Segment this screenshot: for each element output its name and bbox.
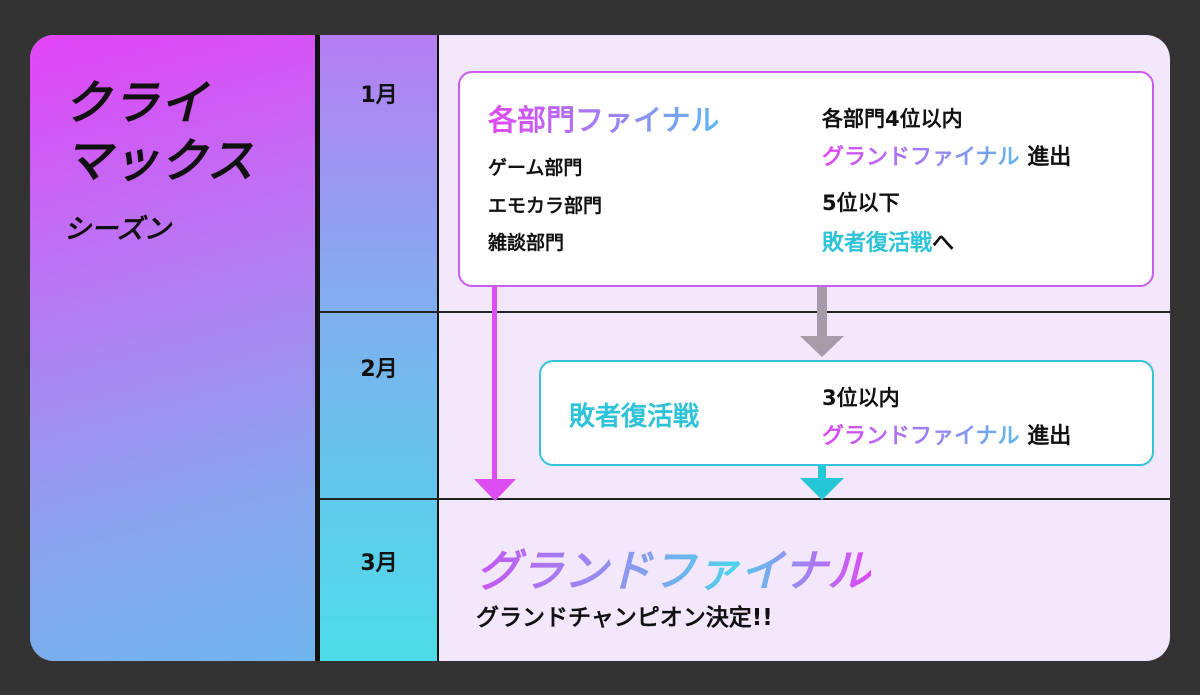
division-final-box: 各部門ファイナル ゲーム部門 エモカラ部門 雑談部門 各部門4位以内 グランドフ…: [458, 71, 1154, 287]
divider-row-1: [320, 311, 1170, 313]
rule-low-suffix: へ: [932, 231, 955, 256]
season-panel: クライ マックス シーズン 1月 2月 3月 各部門ファイナル ゲーム部門 エモ…: [30, 35, 1170, 661]
division-item-emokara: エモカラ部門: [488, 195, 603, 217]
rule-low-label: 5位以下: [822, 191, 900, 215]
season-band: [30, 35, 315, 661]
flow-arrows: [474, 287, 844, 501]
month-column: [320, 35, 438, 661]
rule-top-suffix: 進出: [1027, 145, 1072, 170]
division-final-title: 各部門ファイナル: [488, 97, 719, 139]
season-title: クライ マックス: [64, 75, 255, 191]
divider-row-2: [320, 498, 1170, 500]
divider-vertical: [315, 35, 320, 661]
rule-top-line: グランドファイナル 進出: [822, 139, 1071, 171]
rule-top-dest: グランドファイナル: [822, 145, 1020, 170]
repechage-rule: 3位以内: [822, 386, 900, 410]
month-label-3: 3月: [360, 551, 398, 576]
arrow-repechage-to-final-head: [800, 478, 844, 500]
rule-low-line: 敗者復活戦へ: [822, 225, 954, 257]
arrow-to-grand-final-head: [474, 479, 516, 501]
rule-top-label: 各部門4位以内: [822, 107, 963, 131]
arrow-to-repechage-head: [800, 336, 844, 357]
arrow-to-repechage-shaft: [817, 287, 827, 338]
division-item-zatsudan: 雑談部門: [488, 232, 565, 254]
season-title-line1: クライ: [64, 76, 208, 131]
divider-month: [437, 35, 439, 661]
repechage-title: 敗者復活戦: [569, 402, 700, 432]
grand-final-title: グランドファイナル: [476, 535, 871, 599]
repechage-rule-dest: グランドファイナル: [822, 424, 1020, 449]
month-label-2: 2月: [360, 357, 398, 382]
repechage-rule-suffix: 進出: [1027, 424, 1072, 449]
rule-low-dest: 敗者復活戦: [822, 231, 933, 256]
division-item-game: ゲーム部門: [488, 157, 583, 179]
month-label-1: 1月: [360, 83, 398, 108]
arrow-to-grand-final-shaft: [492, 287, 497, 481]
arrow-repechage-to-final-shaft: [818, 466, 826, 480]
season-title-line2: マックス: [64, 134, 255, 189]
repechage-rule-line: グランドファイナル 進出: [822, 418, 1071, 450]
grand-final-caption: グランドチャンピオン決定!!: [476, 605, 773, 631]
season-subtitle: シーズン: [64, 214, 171, 245]
repechage-box: 敗者復活戦 3位以内 グランドファイナル 進出: [539, 360, 1154, 466]
